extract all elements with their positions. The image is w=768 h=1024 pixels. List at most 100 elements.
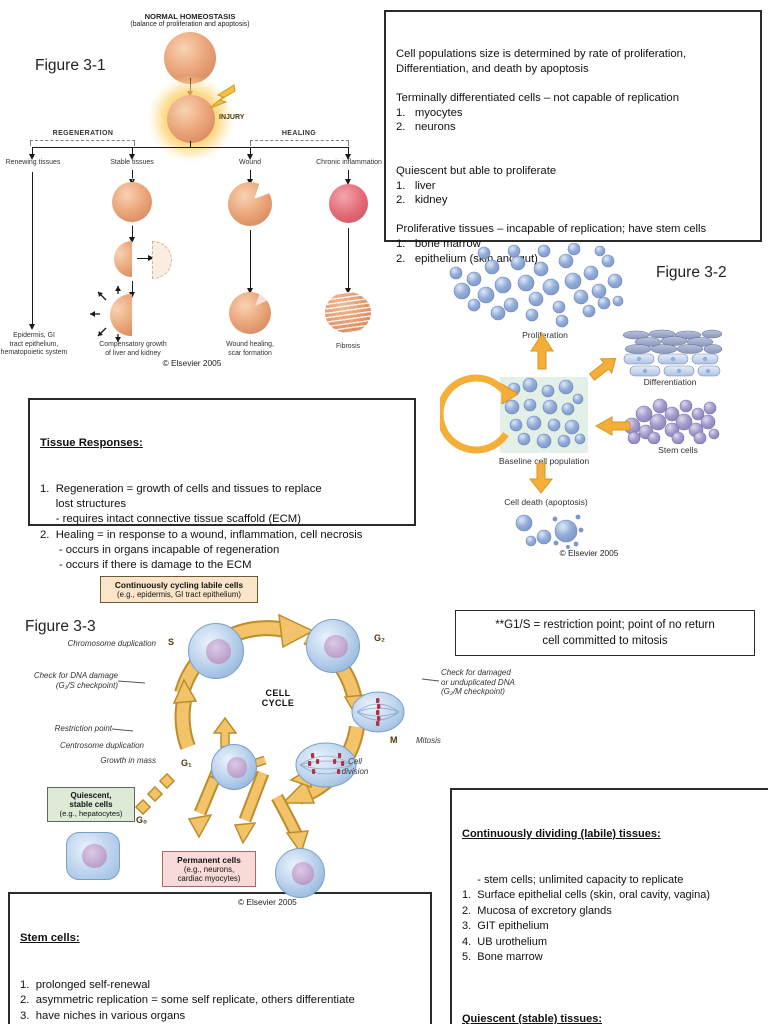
compensatory-half-cell bbox=[110, 294, 132, 336]
down-arrow bbox=[344, 170, 351, 185]
quiescent-cells-box: Quiescent, stable cells (e.g., hepatocyt… bbox=[47, 787, 135, 822]
baseline-population-box bbox=[500, 377, 588, 453]
col-chronic-head: Chronic inflammation bbox=[316, 159, 382, 166]
note-box-g1s: **G1/S = restriction point; point of no … bbox=[455, 610, 755, 656]
baseline-cell-cluster bbox=[504, 377, 586, 449]
cell-death-label: Cell death (apoptosis) bbox=[504, 497, 588, 507]
labile-tissues-header: Continuously dividing (labile) tissues: bbox=[462, 827, 661, 840]
proliferation-label: Proliferation bbox=[522, 330, 568, 340]
labile-box-sub: (e.g., epidermis, GI tract epithelium) bbox=[117, 590, 241, 599]
chromosome-duplication-label: Chromosome duplication bbox=[67, 639, 157, 648]
note-lines: 1. Regeneration = growth of cells and ti… bbox=[40, 483, 363, 572]
g2m-checkpoint-label: Check for damaged or unduplicated DNA (G… bbox=[441, 668, 515, 697]
renewing-long-arrow bbox=[28, 172, 35, 330]
growth-in-mass-label: Growth in mass bbox=[100, 756, 156, 765]
nucleus bbox=[206, 639, 232, 664]
quiescent-cell bbox=[66, 832, 120, 880]
fig1-subtitle: (balance of proliferation and apoptosis) bbox=[130, 21, 250, 28]
note-box-tissue-types: Continuously dividing (labile) tissues: … bbox=[450, 788, 768, 1024]
col-chronic-caption: Fibrosis bbox=[335, 343, 361, 350]
down-arrow bbox=[344, 228, 351, 294]
healed-cell bbox=[229, 292, 271, 334]
g1s-line1: **G1/S = restriction point; point of no … bbox=[495, 619, 715, 631]
proliferation-cell-cluster bbox=[449, 243, 624, 328]
g2-phase-cell bbox=[306, 619, 360, 673]
fig2-flow-arrows bbox=[440, 333, 631, 494]
down-arrow bbox=[344, 147, 351, 160]
cell-cycle-title: CELL CYCLE bbox=[261, 688, 295, 708]
s-phase-cell bbox=[188, 623, 244, 679]
fibrotic-cell bbox=[325, 292, 371, 333]
labile-box-title: Continuously cycling labile cells bbox=[114, 580, 244, 590]
note-box-cell-populations: Cell populations size is determined by r… bbox=[384, 10, 762, 265]
homeostasis-cell bbox=[164, 32, 216, 84]
inflamed-cell bbox=[329, 184, 368, 223]
growing-cell-arrows bbox=[90, 286, 121, 342]
down-arrow bbox=[128, 226, 135, 243]
stable-tissues-header: Quiescent (stable) tissues: bbox=[462, 1012, 602, 1024]
g1s-checkpoint-label: Check for DNA damage (G₁/S checkpoint) bbox=[33, 671, 118, 690]
regeneration-bracket bbox=[30, 140, 135, 146]
baseline-label: Baseline cell population bbox=[498, 456, 590, 466]
ghost-half-cell bbox=[152, 241, 172, 279]
down-arrow bbox=[246, 147, 253, 160]
note-lines: - stem cells; unlimited capacity to repl… bbox=[462, 874, 711, 964]
stem-cells-label: Stem cells bbox=[658, 445, 698, 455]
injury-label: INJURY bbox=[219, 114, 245, 121]
restriction-point-label: Restriction point bbox=[54, 724, 112, 733]
centrosome-duplication-label: Centrosome duplication bbox=[59, 741, 144, 750]
permanent-box-line1: Permanent cells bbox=[177, 855, 241, 865]
down-arrow bbox=[246, 230, 253, 294]
anaphase-cell bbox=[295, 742, 357, 788]
quiescent-box-line3: (e.g., hepatocytes) bbox=[59, 809, 123, 818]
half-cell bbox=[114, 241, 132, 277]
fig1-title: NORMAL HOMEOSTASIS bbox=[144, 12, 236, 21]
note-lines: Cell populations size is determined by r… bbox=[396, 48, 707, 265]
fig1-credit: © Elsevier 2005 bbox=[162, 358, 222, 368]
fig2-label: Figure 3-2 bbox=[656, 264, 727, 281]
phase-g2: G₂ bbox=[374, 633, 385, 643]
stem-cell-cluster bbox=[623, 398, 720, 444]
injury-lightning-icon bbox=[209, 84, 236, 109]
apoptotic-cells bbox=[515, 514, 584, 549]
note-box-tissue-responses: Tissue Responses: 1. Regeneration = grow… bbox=[28, 398, 416, 571]
regeneration-label: REGENERATION bbox=[52, 130, 114, 137]
daughter-cell bbox=[275, 848, 325, 898]
col-renewing-head: Renewing tissues bbox=[5, 159, 61, 166]
down-arrow bbox=[128, 147, 135, 160]
wounded-cell bbox=[228, 182, 272, 226]
cell-division-label: Cell division bbox=[341, 757, 369, 776]
permanent-box-line2: (e.g., neurons, bbox=[183, 865, 235, 874]
branch-line bbox=[32, 147, 348, 148]
stem-cells-header: Stem cells: bbox=[20, 932, 80, 944]
g1-phase-cell bbox=[211, 744, 257, 790]
fig2-credit: © Elsevier 2005 bbox=[559, 548, 619, 558]
stable-cell bbox=[112, 182, 152, 222]
fig3-credit: © Elsevier 2005 bbox=[238, 897, 297, 907]
down-arrow bbox=[28, 147, 35, 160]
quiescent-box-line1: Quiescent, bbox=[70, 791, 112, 800]
labile-cells-box: Continuously cycling labile cells (e.g.,… bbox=[100, 576, 258, 603]
differentiation-label: Differentiation bbox=[643, 377, 697, 387]
col-wound-caption: Wound healing, scar formation bbox=[226, 341, 274, 357]
col-wound-head: Wound bbox=[238, 159, 262, 166]
col-stable-head: Stable tissues bbox=[110, 159, 154, 166]
nucleus bbox=[81, 844, 107, 868]
col-renewing-caption: Epidermis, GI tract epithelium, hematopo… bbox=[0, 332, 68, 357]
healing-label: HEALING bbox=[281, 130, 317, 137]
metaphase-cell bbox=[351, 691, 405, 733]
col-stable-caption: Compensatory growth of liver and kidney bbox=[99, 341, 167, 357]
tissue-responses-header: Tissue Responses: bbox=[40, 437, 143, 450]
fig1-label: Figure 3-1 bbox=[35, 57, 106, 74]
phase-m: M bbox=[390, 735, 398, 745]
permanent-cells-box: Permanent cells (e.g., neurons, cardiac … bbox=[162, 851, 256, 887]
nucleus bbox=[292, 862, 315, 885]
nucleus bbox=[323, 634, 348, 659]
fig3-label: Figure 3-3 bbox=[25, 618, 96, 635]
phase-g0: G₀ bbox=[136, 815, 148, 825]
down-arrow bbox=[246, 170, 253, 185]
healing-bracket bbox=[250, 140, 349, 146]
